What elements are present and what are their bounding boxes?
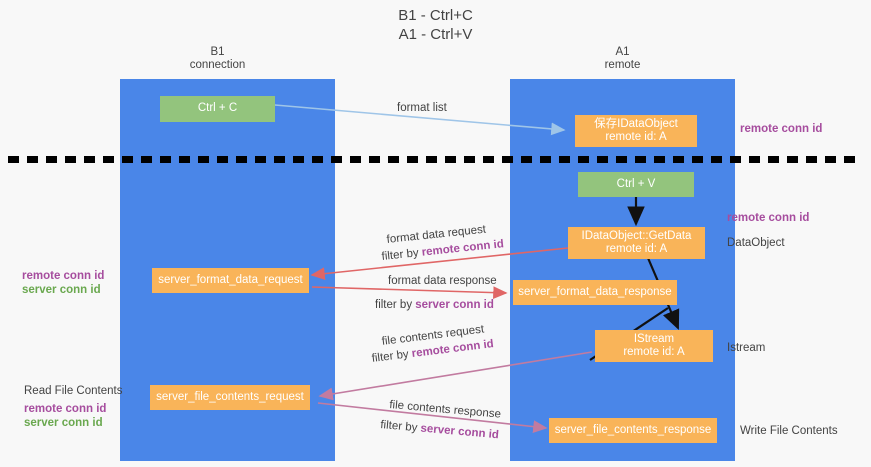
filter-key-server-conn-2: server conn id (419, 422, 500, 442)
title-line-2: A1 - Ctrl+V (398, 26, 473, 43)
title-line-1: B1 - Ctrl+C (398, 7, 473, 24)
filter-prefix-3: filter by (371, 348, 413, 365)
node-save-idataobject-sub: remote id: A (605, 131, 667, 143)
annotation-read-file-contents: Read File Contents (24, 385, 123, 397)
node-istream-sub: remote id: A (623, 346, 685, 358)
node-server-format-data-response-label: server_format_data_response (518, 285, 672, 298)
node-server-file-contents-request[interactable]: server_file_contents_request (150, 385, 310, 410)
edge-label-file-contents-response: file contents response (388, 398, 502, 421)
node-server-format-data-response[interactable]: server_format_data_response (513, 280, 677, 305)
annotation-istream: Istream (727, 342, 766, 354)
section-divider (8, 156, 863, 163)
node-ctrl-c-label: Ctrl + C (197, 102, 238, 115)
edge-label-file-contents-response-filter: filter by server conn id (380, 418, 500, 442)
node-ctrl-v[interactable]: Ctrl + V (578, 172, 694, 197)
edge-label-format-list: format list (397, 102, 447, 114)
lane-b1-name: B1 (210, 46, 225, 58)
page-title: B1 - Ctrl+C A1 - Ctrl+V (0, 6, 871, 44)
annotation-dataobject: DataObject (727, 237, 785, 249)
node-server-format-data-request[interactable]: server_format_data_request (152, 268, 309, 293)
lane-b1-role: connection (189, 59, 246, 71)
node-getdata-sub: remote id: A (605, 243, 668, 255)
node-server-format-data-request-label: server_format_data_request (158, 273, 303, 286)
lane-a1-role: remote (604, 59, 641, 71)
node-save-idataobject-label: 保存IDataObject (594, 117, 678, 130)
edge-label-format-data-response: format data response (388, 275, 497, 287)
node-istream-label: IStream (633, 332, 675, 345)
filter-key-server-conn-1: server conn id (415, 299, 494, 311)
filter-prefix-1: filter by (381, 246, 423, 263)
annotation-write-file-contents: Write File Contents (740, 425, 838, 437)
lane-header-a1: A1 remote (555, 46, 690, 72)
node-ctrl-c[interactable]: Ctrl + C (160, 96, 275, 122)
annotation-left-remote-conn-id-2: remote conn id (24, 403, 107, 415)
node-getdata[interactable]: IDataObject::GetData remote id: A (568, 227, 705, 259)
annotation-left-remote-conn-id: remote conn id (22, 270, 105, 282)
node-ctrl-v-label: Ctrl + V (616, 177, 656, 190)
node-server-file-contents-request-label: server_file_contents_request (156, 390, 304, 403)
filter-prefix-2: filter by (375, 299, 416, 311)
annotation-left-server-conn-id-2: server conn id (24, 417, 103, 429)
edge-label-format-data-response-filter: filter by server conn id (375, 298, 494, 312)
annotation-remote-conn-id-top: remote conn id (740, 123, 823, 135)
node-server-file-contents-response[interactable]: server_file_contents_response (549, 418, 717, 443)
annotation-left-server-conn-id: server conn id (22, 284, 101, 296)
lane-a1-name: A1 (615, 46, 630, 58)
filter-prefix-4: filter by (379, 418, 422, 435)
lane-header-b1: B1 connection (150, 46, 285, 72)
node-getdata-label: IDataObject::GetData (581, 229, 692, 242)
node-save-idataobject[interactable]: 保存IDataObject remote id: A (575, 115, 697, 147)
annotation-remote-conn-id-mid: remote conn id (727, 212, 810, 224)
node-server-file-contents-response-label: server_file_contents_response (554, 423, 712, 436)
node-istream[interactable]: IStream remote id: A (595, 330, 713, 362)
